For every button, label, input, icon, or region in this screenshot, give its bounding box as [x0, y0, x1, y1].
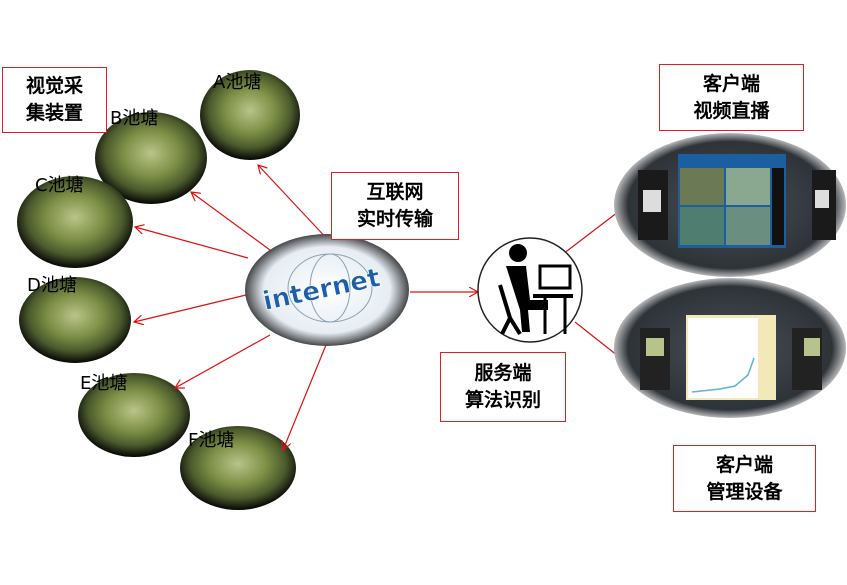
transfer-line2: 实时传输 [356, 208, 433, 230]
pond-b-photo [95, 112, 207, 204]
pond-c-label: C池塘 [35, 175, 84, 196]
transfer-line1: 互联网 [366, 181, 424, 203]
pond-a-photo [200, 70, 300, 160]
video-line2: 视频直播 [693, 99, 770, 122]
video-monitor-photo [614, 133, 846, 277]
pond-e-label: E池塘 [80, 373, 128, 394]
transfer-box: 互联网 实时传输 [331, 172, 459, 240]
pond-d-photo [19, 277, 131, 363]
pond-photos [17, 70, 300, 510]
server-person-icon [477, 237, 583, 343]
video-client-box: 客户端 视频直播 [659, 64, 804, 131]
management-device-photo [614, 278, 846, 418]
capture-device-box: 视觉采 集装置 [2, 67, 107, 133]
manage-line1: 客户端 [715, 453, 773, 476]
server-line2: 算法识别 [464, 389, 541, 411]
pond-c-photo [17, 176, 133, 268]
pond-a-label: A池塘 [213, 72, 262, 93]
pond-f-label: F池塘 [188, 430, 235, 451]
internet-to-pond-arrows [134, 165, 619, 450]
pond-e-photo [78, 373, 190, 457]
capture-line2: 集装置 [25, 102, 83, 124]
capture-line1: 视觉采 [25, 75, 83, 97]
pond-d-label: D池塘 [27, 275, 77, 296]
manage-client-box: 客户端 管理设备 [673, 445, 816, 512]
pond-b-label: B池塘 [110, 108, 159, 129]
server-box: 服务端 算法识别 [440, 352, 566, 422]
video-line1: 客户端 [702, 72, 760, 95]
internet-logo: internet [245, 234, 409, 346]
pond-f-photo [180, 426, 296, 510]
manage-line2: 管理设备 [706, 480, 783, 503]
server-line1: 服务端 [474, 362, 532, 384]
